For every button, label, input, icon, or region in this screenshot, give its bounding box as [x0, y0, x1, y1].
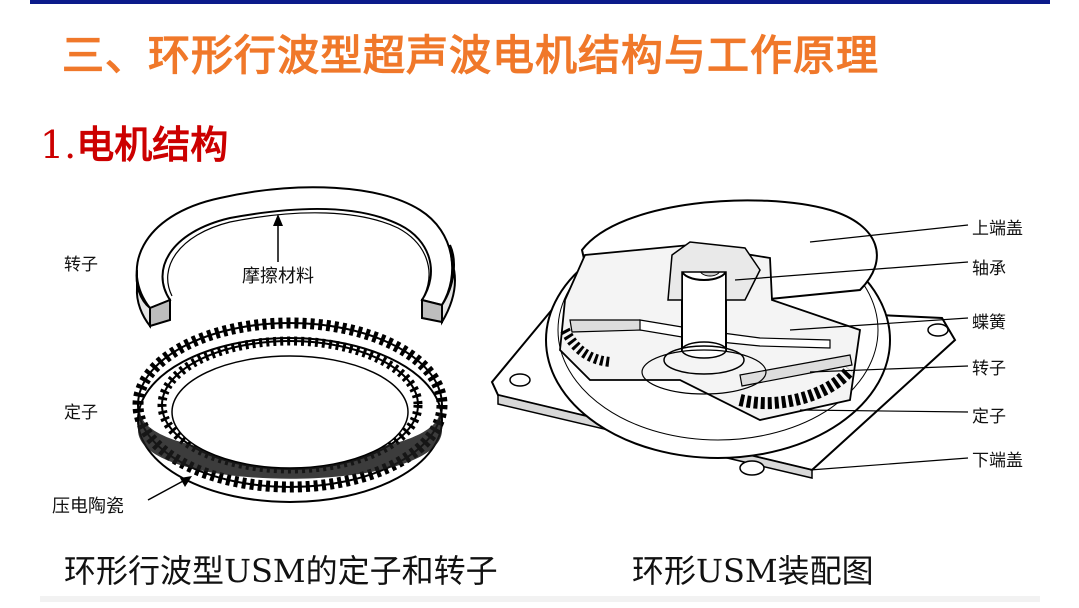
stator-ring-drawing	[132, 317, 448, 503]
top-rule	[30, 0, 1050, 4]
label-stator-left: 定子	[64, 403, 98, 423]
label-rotor-right: 转子	[972, 359, 1006, 379]
bottom-rule	[40, 596, 1040, 602]
label-stator-right: 定子	[972, 407, 1006, 427]
piezo-pointer-line	[147, 479, 186, 501]
label-lower-cover: 下端盖	[972, 451, 1023, 471]
label-friction-material: 摩擦材料	[242, 266, 314, 287]
slide-title: 三、环形行波型超声波电机结构与工作原理	[62, 31, 880, 80]
label-bearing: 轴承	[972, 259, 1006, 279]
section-title: 电机结构	[76, 123, 229, 167]
assembly-leader-lines	[734, 224, 969, 471]
section-heading: 1.电机结构	[40, 114, 228, 169]
label-upper-cover: 上端盖	[972, 219, 1023, 239]
label-spring: 蝶簧	[972, 313, 1006, 333]
label-rotor-left: 转子	[64, 255, 98, 275]
label-piezo-ceramic: 压电陶瓷	[52, 496, 124, 517]
usm-assembly-drawing	[490, 199, 957, 479]
caption-assembly: 环形USM装配图	[632, 552, 874, 590]
piezo-pointer-arrow	[180, 476, 192, 487]
rotor-ring-drawing	[135, 186, 456, 329]
friction-pointer-arrow	[273, 214, 283, 226]
section-number: 1.	[40, 123, 77, 167]
caption-stator-rotor: 环形行波型USM的定子和转子	[64, 552, 498, 590]
